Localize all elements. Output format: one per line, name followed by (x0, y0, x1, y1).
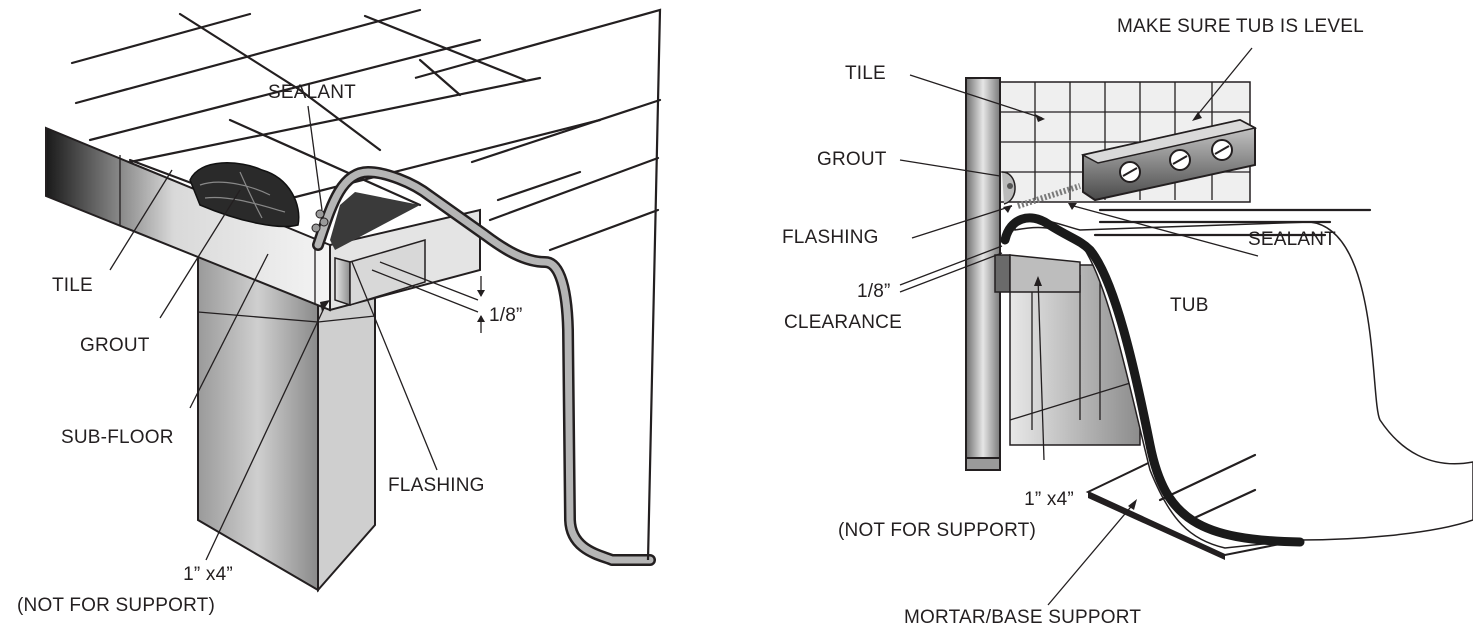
right-board-note: (NOT FOR SUPPORT) (838, 520, 1036, 541)
left-leaders (109, 105, 438, 561)
right-grout-label: GROUT (817, 149, 887, 170)
right-tile-label: TILE (845, 63, 886, 84)
right-sealant-label: SEALANT (1248, 229, 1336, 250)
board-1x4 (334, 238, 426, 307)
joist (197, 248, 376, 593)
right-flashing-label: FLASHING (782, 227, 879, 248)
right-clearance-value: 1/8” (857, 281, 891, 302)
clearance-dimension (371, 261, 485, 333)
right-leaders (899, 47, 1259, 606)
left-board-label: 1” x4” (183, 564, 233, 585)
right-level-note: MAKE SURE TUB IS LEVEL (1117, 16, 1364, 37)
sealant-bead-right (1017, 183, 1081, 209)
left-board-note: (NOT FOR SUPPORT) (17, 595, 215, 616)
left-tile-label: TILE (52, 275, 93, 296)
left-grout-label: GROUT (80, 335, 150, 356)
right-tub-label: TUB (1170, 295, 1209, 316)
right-clearance-word: CLEARANCE (784, 312, 902, 333)
grout-bead-right (1001, 171, 1016, 205)
grout-blob (189, 162, 300, 228)
sealant-bead (311, 209, 329, 233)
right-board-label: 1” x4” (1024, 489, 1074, 510)
right-diagram (899, 47, 1473, 606)
left-sealant-label: SEALANT (268, 82, 356, 103)
board-1x4-right (994, 254, 1081, 293)
flashing-right (1000, 213, 1305, 547)
left-diagram (45, 8, 662, 593)
spirit-level (1080, 118, 1258, 202)
tub-body (1014, 208, 1473, 549)
tub-flashing (312, 8, 662, 566)
left-sub-floor-label: SUB-FLOOR (61, 427, 174, 448)
left-flashing-label: FLASHING (388, 475, 485, 496)
left-clearance-label: 1/8” (489, 305, 523, 326)
right-mortar-label: MORTAR/BASE SUPPORT (904, 607, 1142, 628)
tile-grid (70, 8, 602, 208)
